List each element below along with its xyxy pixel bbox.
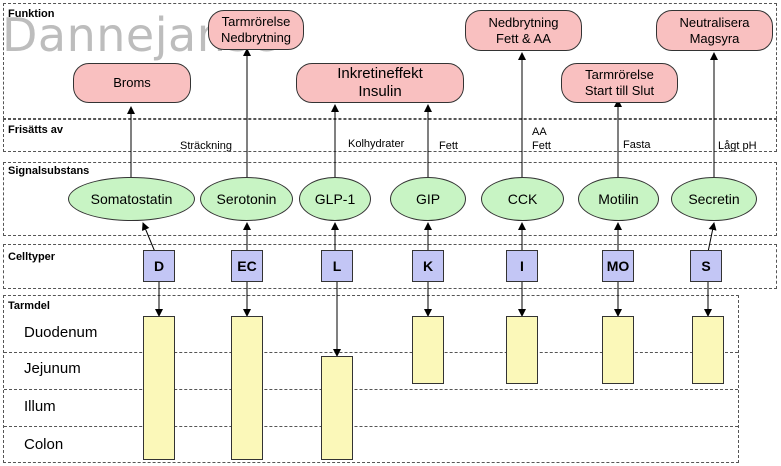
band-label-celltyper: Celltyper: [8, 251, 56, 263]
cell-mo: MO: [602, 250, 634, 282]
trigger-fasta: Fasta: [623, 139, 651, 151]
band-funktion: [3, 3, 777, 119]
arrow-s-secretin: [707, 222, 717, 253]
function-neutralisera-magsyra: Neutralisera Magsyra: [656, 10, 773, 51]
band-signalsubstans: [3, 162, 777, 236]
segment-duodenum: Duodenum: [24, 324, 98, 341]
segment-illum: Illum: [24, 398, 56, 415]
signal-gip: GIP: [390, 177, 466, 221]
function-tarmrorelse-start: Tarmrörelse Start till Slut: [561, 63, 678, 103]
trigger-kolhydrater: Kolhydrater: [348, 138, 405, 150]
band-label-tarmdel: Tarmdel: [8, 300, 50, 312]
signal-motilin: Motilin: [578, 177, 659, 221]
signal-somatostatin: Somatostatin: [68, 177, 195, 221]
cell-l: L: [321, 250, 353, 282]
signal-secretin: Secretin: [671, 177, 757, 221]
location-bar-k: [412, 316, 444, 384]
signal-cck: CCK: [481, 177, 564, 221]
function-inkretineffekt-insulin: Inkretineffekt Insulin: [296, 63, 464, 103]
cell-d: D: [143, 250, 175, 282]
cell-k: K: [412, 250, 444, 282]
trigger-fett: Fett: [439, 140, 458, 152]
trigger-strackning: Sträckning: [180, 140, 232, 152]
band-celltyper: [3, 244, 777, 289]
location-bar-i: [506, 316, 538, 384]
band-tarmdel: [3, 295, 739, 463]
cell-ec: EC: [231, 250, 263, 282]
divider-colon: [4, 426, 738, 427]
location-bar-l: [321, 356, 353, 460]
divider-jejunum: [4, 352, 738, 353]
signal-glp1: GLP-1: [299, 177, 371, 221]
function-broms: Broms: [73, 63, 191, 103]
signal-serotonin: Serotonin: [200, 177, 293, 221]
segment-jejunum: Jejunum: [24, 360, 81, 377]
location-bar-ec: [231, 316, 263, 460]
arrow-d-somatostatin: [141, 222, 156, 253]
band-label-funktion: Funktion: [8, 8, 55, 20]
trigger-lagt-ph: Lågt pH: [718, 140, 757, 152]
divider-illum: [4, 389, 738, 390]
trigger-aa-fett: AA Fett: [532, 126, 551, 152]
location-bar-d: [143, 316, 175, 460]
band-label-frisatts: Frisätts av: [8, 124, 64, 136]
band-label-signalsubstans: Signalsubstans: [8, 165, 90, 177]
function-tarmrorelse-nedbrytning: Tarmrörelse Nedbrytning: [208, 10, 304, 50]
band-frisatts: [3, 119, 777, 152]
segment-colon: Colon: [24, 436, 64, 453]
cell-s: S: [690, 250, 722, 282]
location-bar-s: [692, 316, 724, 384]
function-nedbrytning-fett-aa: Nedbrytning Fett & AA: [465, 10, 582, 51]
location-bar-mo: [602, 316, 634, 384]
cell-i: I: [506, 250, 538, 282]
